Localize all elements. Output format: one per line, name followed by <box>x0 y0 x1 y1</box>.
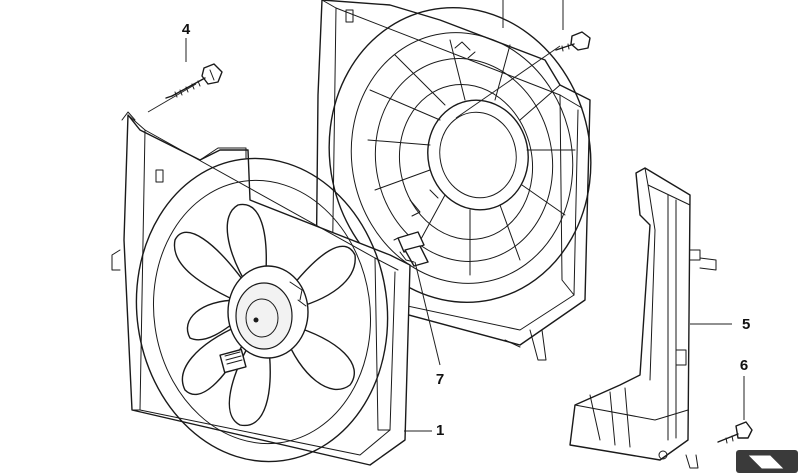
clip-7 <box>393 231 429 267</box>
callout-6: 6 <box>740 357 748 374</box>
callout-1: 1 <box>436 422 444 439</box>
front-fan-shroud <box>111 111 411 466</box>
screw-6 <box>717 421 753 444</box>
screw-top-right <box>555 31 591 52</box>
callout-4: 4 <box>182 21 191 38</box>
arrow-icon <box>748 455 784 469</box>
callout-7: 7 <box>436 371 444 388</box>
screw-4 <box>165 63 223 99</box>
leader-lines <box>147 0 745 432</box>
callout-5: 5 <box>742 316 750 333</box>
diagram-id-badge <box>736 450 798 473</box>
side-bracket <box>569 167 717 469</box>
